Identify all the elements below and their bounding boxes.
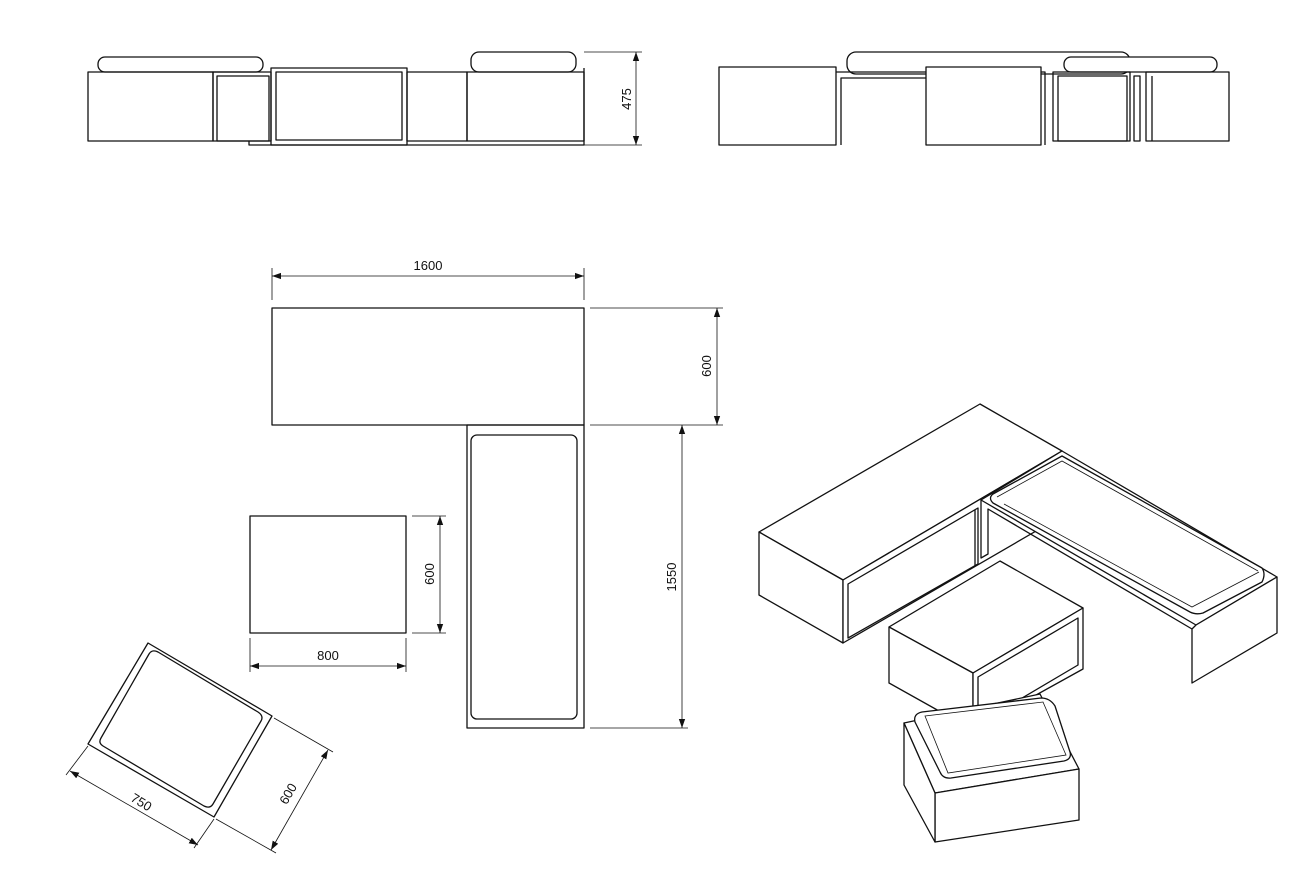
front-elevation-view: 475: [87, 51, 642, 146]
front-height-dimension: 475: [619, 88, 634, 110]
isometric-view: [758, 403, 1278, 843]
plan-view: 1600 600 1550 600 800: [249, 258, 723, 729]
side-length-dimension: 1550: [664, 563, 679, 592]
side-elevation-view: [718, 51, 1230, 146]
rotated-bench-plan: 750 600: [65, 642, 334, 854]
table-depth-dimension: 600: [422, 563, 437, 585]
top-width-dimension: 1600: [414, 258, 443, 273]
top-depth-dimension: 600: [699, 355, 714, 377]
table-width-dimension: 800: [317, 648, 339, 663]
bench-depth-dimension: 600: [276, 781, 300, 807]
bench-width-dimension: 750: [128, 790, 154, 814]
